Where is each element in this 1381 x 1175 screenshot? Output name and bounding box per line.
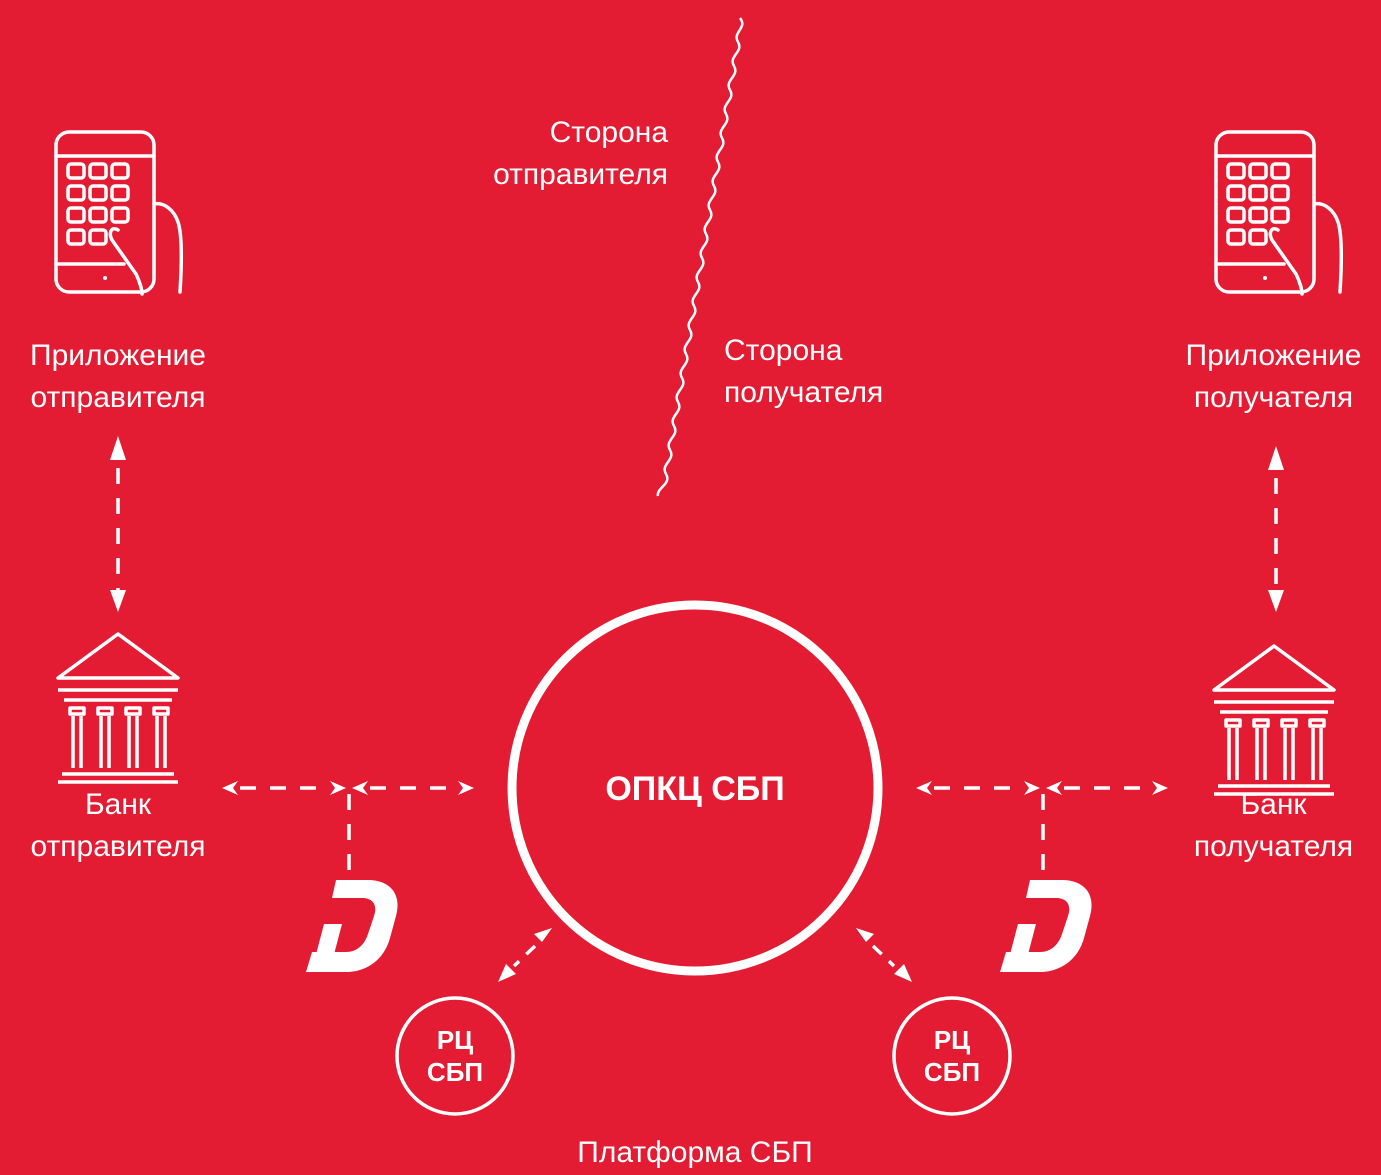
sender-side-label-line1: Сторона (549, 116, 668, 149)
rc-left-label-line1: РЦ (436, 1025, 474, 1055)
opkc-rc-left-connector (498, 928, 552, 982)
opkc-label: ОПКЦ СБП (605, 770, 785, 808)
receiver-bank-opkc-connector (916, 781, 1168, 876)
rc-left-label-line2: СБП (426, 1057, 484, 1087)
sender-app-bank-connector (110, 436, 126, 612)
receiver-bank-label-line2: получателя (1193, 830, 1354, 863)
sender-app-smartphone-icon (54, 130, 184, 296)
sender-bank-label: Банк отправителя (0, 784, 236, 868)
rc-right-label-line1: РЦ (933, 1025, 971, 1055)
receiver-bank-label-line1: Банк (1240, 788, 1307, 821)
sender-bank-label-line2: отправителя (30, 830, 206, 863)
platform-label: Платформа СБП (577, 1136, 813, 1169)
receiver-side-label-line2: получателя (724, 376, 884, 409)
sender-bank-label-line1: Банк (84, 788, 152, 821)
sender-bank-building-icon (56, 632, 180, 784)
sender-side-label-line2: отправителя (493, 158, 668, 191)
opkc-circle (507, 600, 883, 976)
rc-left-label: РЦ СБП (405, 1024, 505, 1088)
opkc-rc-right-connector (856, 928, 912, 982)
receiver-app-label-line2: получателя (1193, 381, 1354, 414)
rc-right-label-line2: СБП (923, 1057, 981, 1087)
sides-divider-line (656, 17, 744, 497)
sender-app-label: Приложение отправителя (0, 335, 236, 419)
receiver-bank-label: Банк получателя (1166, 784, 1381, 868)
receiver-app-label: Приложение получателя (1166, 335, 1381, 419)
sender-app-label-line1: Приложение (30, 339, 206, 372)
rc-left-circle (395, 996, 515, 1116)
sender-app-label-line2: отправителя (30, 381, 206, 414)
sender-bank-opkc-connector (222, 781, 474, 876)
rc-right-circle (892, 996, 1012, 1116)
sender-side-label: Сторона отправителя (440, 112, 668, 196)
receiver-side-label: Сторона получателя (724, 330, 944, 414)
receiver-app-smartphone-icon (1214, 130, 1344, 296)
receiver-side-label-line1: Сторона (724, 334, 843, 367)
receiver-app-bank-connector (1268, 446, 1284, 612)
receiver-bank-building-icon (1212, 644, 1336, 796)
receiver-app-label-line1: Приложение (1185, 339, 1362, 372)
receiver-gateway-d-logo-icon (1000, 880, 1092, 972)
sender-gateway-d-logo-icon (306, 880, 398, 972)
rc-right-label: РЦ СБП (902, 1024, 1002, 1088)
